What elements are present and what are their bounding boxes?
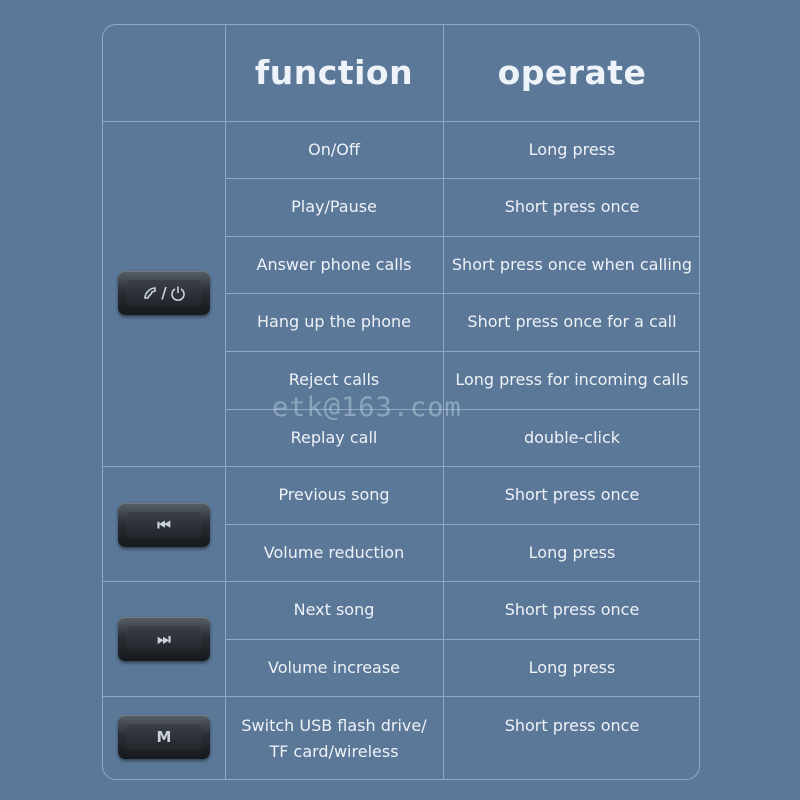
- column-divider: [443, 25, 444, 779]
- function-cell: On/Off: [308, 139, 360, 159]
- function-cell: Previous song: [278, 485, 390, 504]
- function-cell: Answer phone calls: [256, 254, 412, 274]
- function-cell: Replay call: [290, 427, 378, 447]
- phone-icon: [144, 287, 157, 299]
- function-line: Switch USB flash drive/: [241, 715, 427, 735]
- operate-cell: Short press once: [504, 485, 640, 504]
- column-divider: [225, 25, 226, 779]
- function-line: TF card/wireless: [269, 741, 399, 761]
- call-power-button: /: [118, 271, 210, 315]
- function-cell: Next song: [293, 600, 375, 619]
- previous-icon: ⏮: [126, 512, 202, 538]
- operate-cell: Long press for incoming calls: [455, 370, 689, 389]
- row-divider: [225, 524, 699, 525]
- function-cell: Hang up the phone: [256, 312, 411, 331]
- operate-cell: Short press once: [504, 600, 640, 619]
- button-face: /: [126, 280, 202, 306]
- row-divider: [225, 639, 699, 640]
- operate-cell: Short press once: [504, 716, 640, 735]
- row-divider: [225, 293, 699, 294]
- function-cell: Volume increase: [267, 657, 401, 677]
- operate-cell: Short press once for a call: [467, 312, 677, 331]
- operate-cell: Long press: [528, 657, 616, 677]
- watermark: etk@163.com: [272, 392, 462, 423]
- previous-button: ⏮: [118, 503, 210, 547]
- header-function: function: [254, 53, 414, 92]
- next-icon: ⏭: [126, 626, 202, 652]
- row-divider: [103, 121, 699, 122]
- mode-icon: M: [126, 724, 202, 750]
- header-operate: operate: [497, 53, 647, 92]
- row-divider: [225, 178, 699, 179]
- function-cell: Volume reduction: [263, 542, 405, 562]
- slash-glyph: /: [161, 284, 167, 302]
- row-divider: [103, 581, 699, 582]
- function-cell: Reject calls: [288, 370, 380, 389]
- next-button: ⏭: [118, 617, 210, 661]
- operate-cell: Short press once: [504, 197, 640, 216]
- row-divider: [103, 466, 699, 467]
- function-table: function operate On/Off Long press Play/…: [102, 24, 700, 780]
- power-icon: [170, 286, 185, 301]
- row-divider: [225, 236, 699, 237]
- operate-cell: double-click: [523, 427, 621, 447]
- row-divider: [225, 351, 699, 352]
- function-cell: Play/Pause: [291, 197, 377, 216]
- row-divider: [103, 696, 699, 697]
- row-divider: [225, 409, 699, 410]
- operate-cell: Long press: [528, 139, 616, 159]
- operate-cell: Long press: [528, 542, 616, 562]
- operate-cell: Short press once when calling: [451, 254, 693, 274]
- function-cell: Switch USB flash drive/ TF card/wireless: [225, 696, 443, 779]
- mode-button: M: [118, 715, 210, 759]
